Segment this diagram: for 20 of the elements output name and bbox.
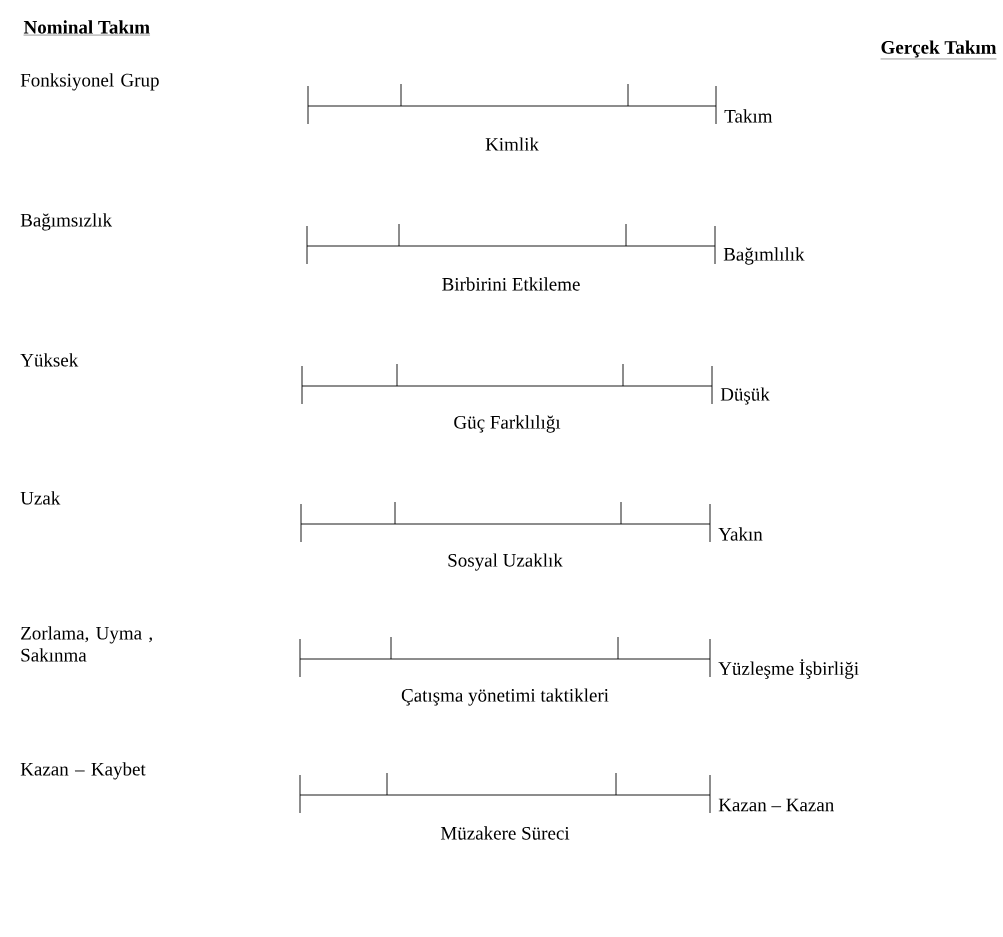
pole-label: Kazan – Kaybet: [20, 762, 146, 780]
pole-label: Bağımsızlık: [20, 213, 113, 231]
pole-label: Fonksiyonel Grup: [20, 73, 159, 91]
pole-label: Zorlama, Uyma , Sakınma: [21, 626, 152, 662]
pole-label: Düşük: [720, 387, 770, 405]
scale-name: Çatışma yönetimi taktikleri: [401, 688, 609, 706]
pole-label: Yüksek: [20, 353, 79, 367]
column-heading: Nominal Takım: [23, 20, 151, 36]
pole-label: Yüzleşme İşbirliği: [718, 659, 859, 679]
pole-label: Takım: [724, 109, 773, 123]
scale-name: Kimlik: [485, 137, 539, 151]
pole-label: Yakın: [718, 527, 763, 541]
pole-label: Kazan – Kazan: [718, 798, 834, 812]
column-heading: Gerçek Takım: [880, 40, 997, 60]
scale-name: Müzakere Süreci: [440, 826, 570, 840]
pole-label: Uzak: [20, 491, 61, 505]
scale-name: Güç Farklılığı: [454, 415, 561, 433]
scale-name: Birbirini Etkileme: [442, 277, 580, 291]
pole-label: Bağımlılık: [723, 247, 805, 265]
scale-name: Sosyal Uzaklık: [448, 553, 563, 571]
